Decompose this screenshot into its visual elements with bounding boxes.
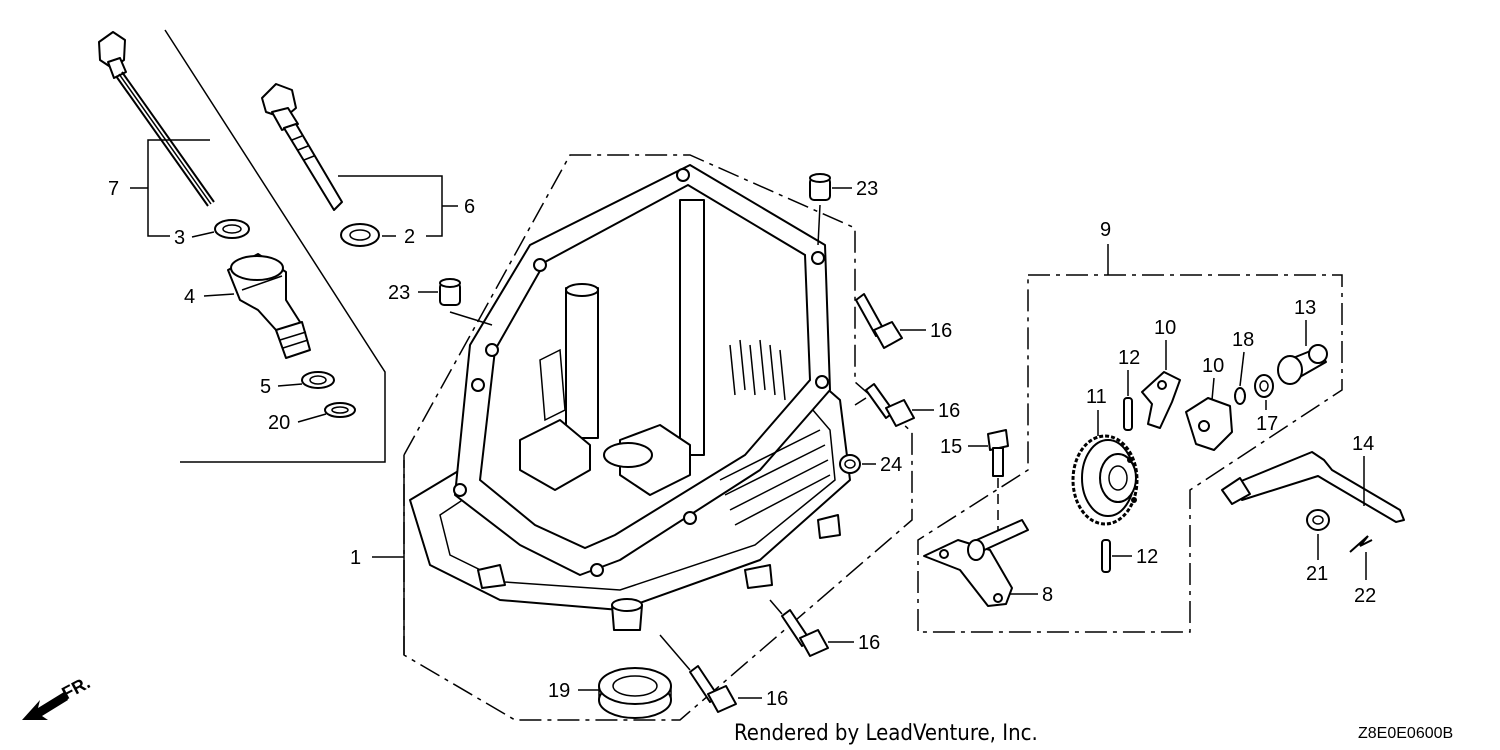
- callout-24: 24: [880, 454, 902, 476]
- callout-12a: 12: [1118, 347, 1140, 369]
- governor-slider-13: [1277, 344, 1328, 385]
- callout-11: 11: [1086, 386, 1107, 408]
- callout-19: 19: [548, 680, 570, 702]
- governor-holder-8: [923, 519, 1029, 607]
- callout-16c: 16: [858, 632, 880, 654]
- washer-21: [1306, 509, 1330, 531]
- callout-22: 22: [1354, 585, 1376, 607]
- callout-6: 6: [464, 196, 475, 218]
- callout-12b: 12: [1136, 546, 1158, 568]
- callout-14: 14: [1352, 433, 1374, 455]
- callout-5: 5: [260, 376, 271, 398]
- governor-arm-shaft-14: [1221, 451, 1405, 523]
- callout-16a: 16: [930, 320, 952, 342]
- callout-10a: 10: [1154, 317, 1176, 339]
- washer-17: [1254, 374, 1274, 398]
- governor-group-boundary: [917, 274, 1343, 633]
- dipstick-group: [98, 29, 386, 463]
- callout-3: 3: [174, 227, 185, 249]
- callout-20: 20: [268, 412, 290, 434]
- bolt-16b: [865, 383, 915, 427]
- callout-8: 8: [1042, 584, 1053, 606]
- pin-12b: [1101, 539, 1111, 573]
- callout-23b: 23: [856, 178, 878, 200]
- callout-1: 1: [350, 547, 361, 569]
- group-border: [164, 29, 386, 463]
- callout-9: 9: [1100, 219, 1111, 241]
- cover-group-boundary: [403, 154, 913, 721]
- bolt-15: [987, 429, 1009, 477]
- pin-22: [1349, 535, 1373, 553]
- dowel-pin-23b: [809, 173, 831, 201]
- governor-gear-11: [1071, 434, 1139, 526]
- callout-23a: 23: [388, 282, 410, 304]
- callout-16d: 16: [766, 688, 788, 710]
- governor-weight-10a: [1141, 371, 1181, 429]
- crankcase-cover-1: [403, 154, 913, 721]
- diagram-code: Z8E0E0600B: [1358, 725, 1453, 742]
- dowel-pin-23a: [439, 278, 461, 306]
- dipstick-7: [98, 31, 215, 207]
- callout-21: 21: [1306, 563, 1328, 585]
- washer-20: [324, 402, 356, 418]
- callout-2: 2: [404, 226, 415, 248]
- callout-18: 18: [1232, 329, 1254, 351]
- dipstick-6: [261, 83, 343, 211]
- callout-4: 4: [184, 286, 195, 308]
- callout-15: 15: [940, 436, 962, 458]
- o-ring-5: [301, 371, 335, 389]
- pin-12a: [1123, 397, 1133, 431]
- callout-10b: 10: [1202, 355, 1224, 377]
- callout-7: 7: [108, 178, 119, 200]
- washer-3: [214, 219, 250, 239]
- rendered-by-credit: Rendered by LeadVenture, Inc.: [734, 721, 1038, 746]
- bolt-16c: [781, 609, 829, 657]
- governor-weight-10b: [1185, 397, 1233, 451]
- clip-18: [1234, 387, 1246, 405]
- bolt-16d: [689, 665, 737, 713]
- callout-13: 13: [1294, 297, 1316, 319]
- oil-filler-neck-4: [227, 253, 311, 359]
- callout-labels: 1 2 3 4 5 6 7 8 9 10 10 11 12 12 13 14 1…: [108, 178, 1376, 710]
- callout-17: 17: [1256, 413, 1278, 435]
- washer-2: [340, 223, 380, 247]
- bolt-16a: [855, 293, 903, 349]
- oil-seal-19: [598, 667, 672, 719]
- front-arrow: [22, 692, 68, 720]
- callout-16b: 16: [938, 400, 960, 422]
- nut-24: [839, 454, 861, 474]
